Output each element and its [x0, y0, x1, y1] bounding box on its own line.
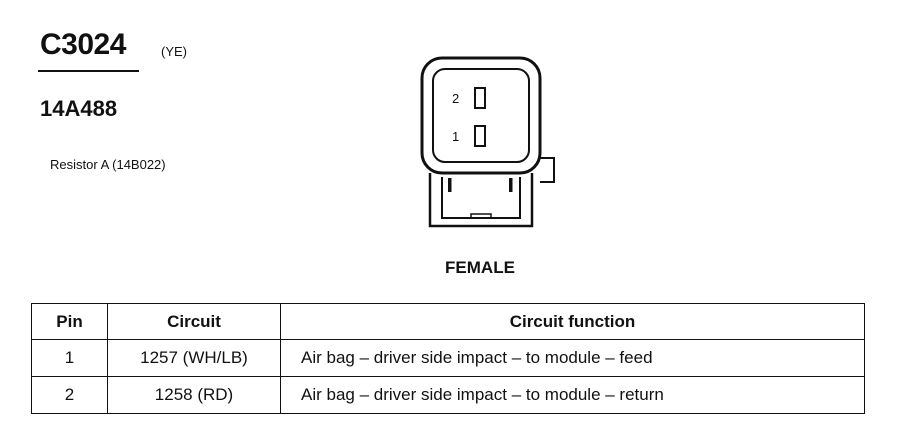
latch-rib-left — [448, 178, 452, 192]
pin-cavity-2 — [474, 87, 486, 109]
latch-rib-right — [509, 178, 513, 192]
connector-housing-inner — [432, 68, 530, 163]
pin-label-1: 1 — [452, 129, 459, 144]
color-code: (YE) — [161, 44, 187, 59]
pinout-table: Pin Circuit Circuit function 1 1257 (WH/… — [31, 303, 865, 414]
column-header-pin: Pin — [31, 303, 108, 340]
table-row: 1 1257 (WH/LB) Air bag – driver side imp… — [31, 339, 865, 377]
pin-number-cell: 1 — [31, 339, 108, 377]
circuit-cell: 1258 (RD) — [107, 376, 281, 414]
circuit-function-cell: Air bag – driver side impact – to module… — [280, 339, 865, 377]
connector-face-diagram: 2 1 — [420, 56, 555, 228]
column-header-circuit-function: Circuit function — [280, 303, 865, 340]
connector-id: C3024 — [40, 28, 126, 61]
latch-inner — [441, 177, 521, 219]
table-row: 2 1258 (RD) Air bag – driver side impact… — [31, 376, 865, 414]
locking-tab — [540, 157, 555, 183]
connector-id-underline — [38, 70, 139, 72]
component-name: Resistor A (14B022) — [50, 157, 166, 172]
circuit-function-cell: Air bag – driver side impact – to module… — [280, 376, 865, 414]
circuit-cell: 1257 (WH/LB) — [107, 339, 281, 377]
pin-cavity-1 — [474, 125, 486, 147]
pin-number-cell: 2 — [31, 376, 108, 414]
connector-gender-label: FEMALE — [445, 258, 515, 277]
table-header-row: Pin Circuit Circuit function — [31, 303, 865, 340]
pin-label-2: 2 — [452, 91, 459, 106]
part-number: 14A488 — [40, 96, 118, 121]
latch-notch — [470, 213, 492, 218]
column-header-circuit: Circuit — [107, 303, 281, 340]
connector-housing-outer — [420, 56, 542, 175]
latch-housing — [428, 173, 534, 228]
